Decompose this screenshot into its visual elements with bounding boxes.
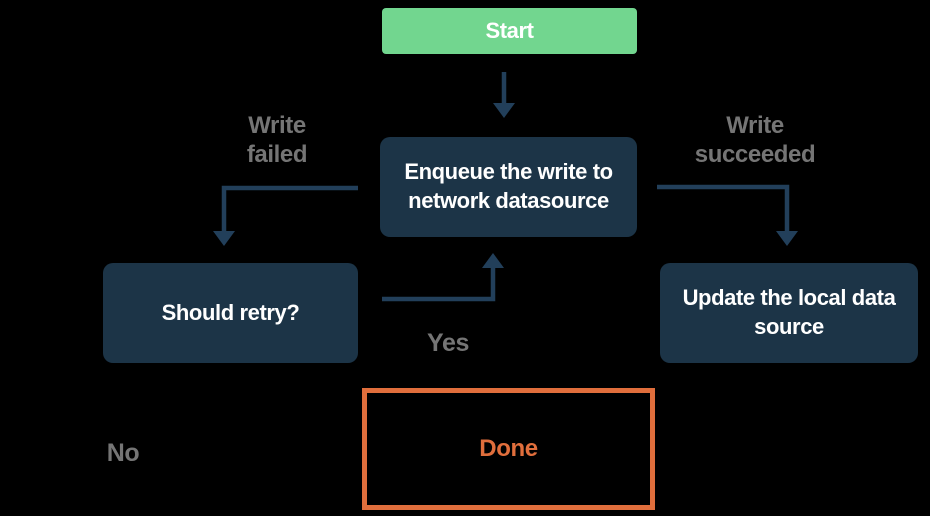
- edge-label-write-failed: Write failed: [246, 112, 308, 168]
- node-enqueue: Enqueue the write to network datasource: [380, 137, 637, 237]
- node-should-retry-label: Should retry?: [161, 299, 300, 325]
- arrow-enqueue-to-should-retry: [213, 185, 358, 246]
- edge-label-yes: Yes: [427, 329, 469, 357]
- arrow-enqueue-to-update-local: [657, 184, 798, 246]
- node-done: Done: [362, 388, 655, 510]
- edge-label-no: No: [106, 439, 140, 467]
- edge-label-write-succeeded: Write succeeded: [694, 112, 816, 168]
- arrow-should-retry-to-enqueue: [382, 253, 504, 302]
- node-should-retry: Should retry?: [103, 263, 358, 363]
- node-done-label: Done: [479, 435, 538, 463]
- node-start-label: Start: [485, 17, 534, 43]
- node-update-local: Update the local data source: [660, 263, 918, 363]
- node-enqueue-label: Enqueue the write to network datasource: [404, 159, 613, 213]
- arrow-start-to-enqueue: [493, 72, 515, 118]
- node-start: Start: [382, 8, 637, 54]
- node-update-local-label: Update the local data source: [682, 285, 896, 339]
